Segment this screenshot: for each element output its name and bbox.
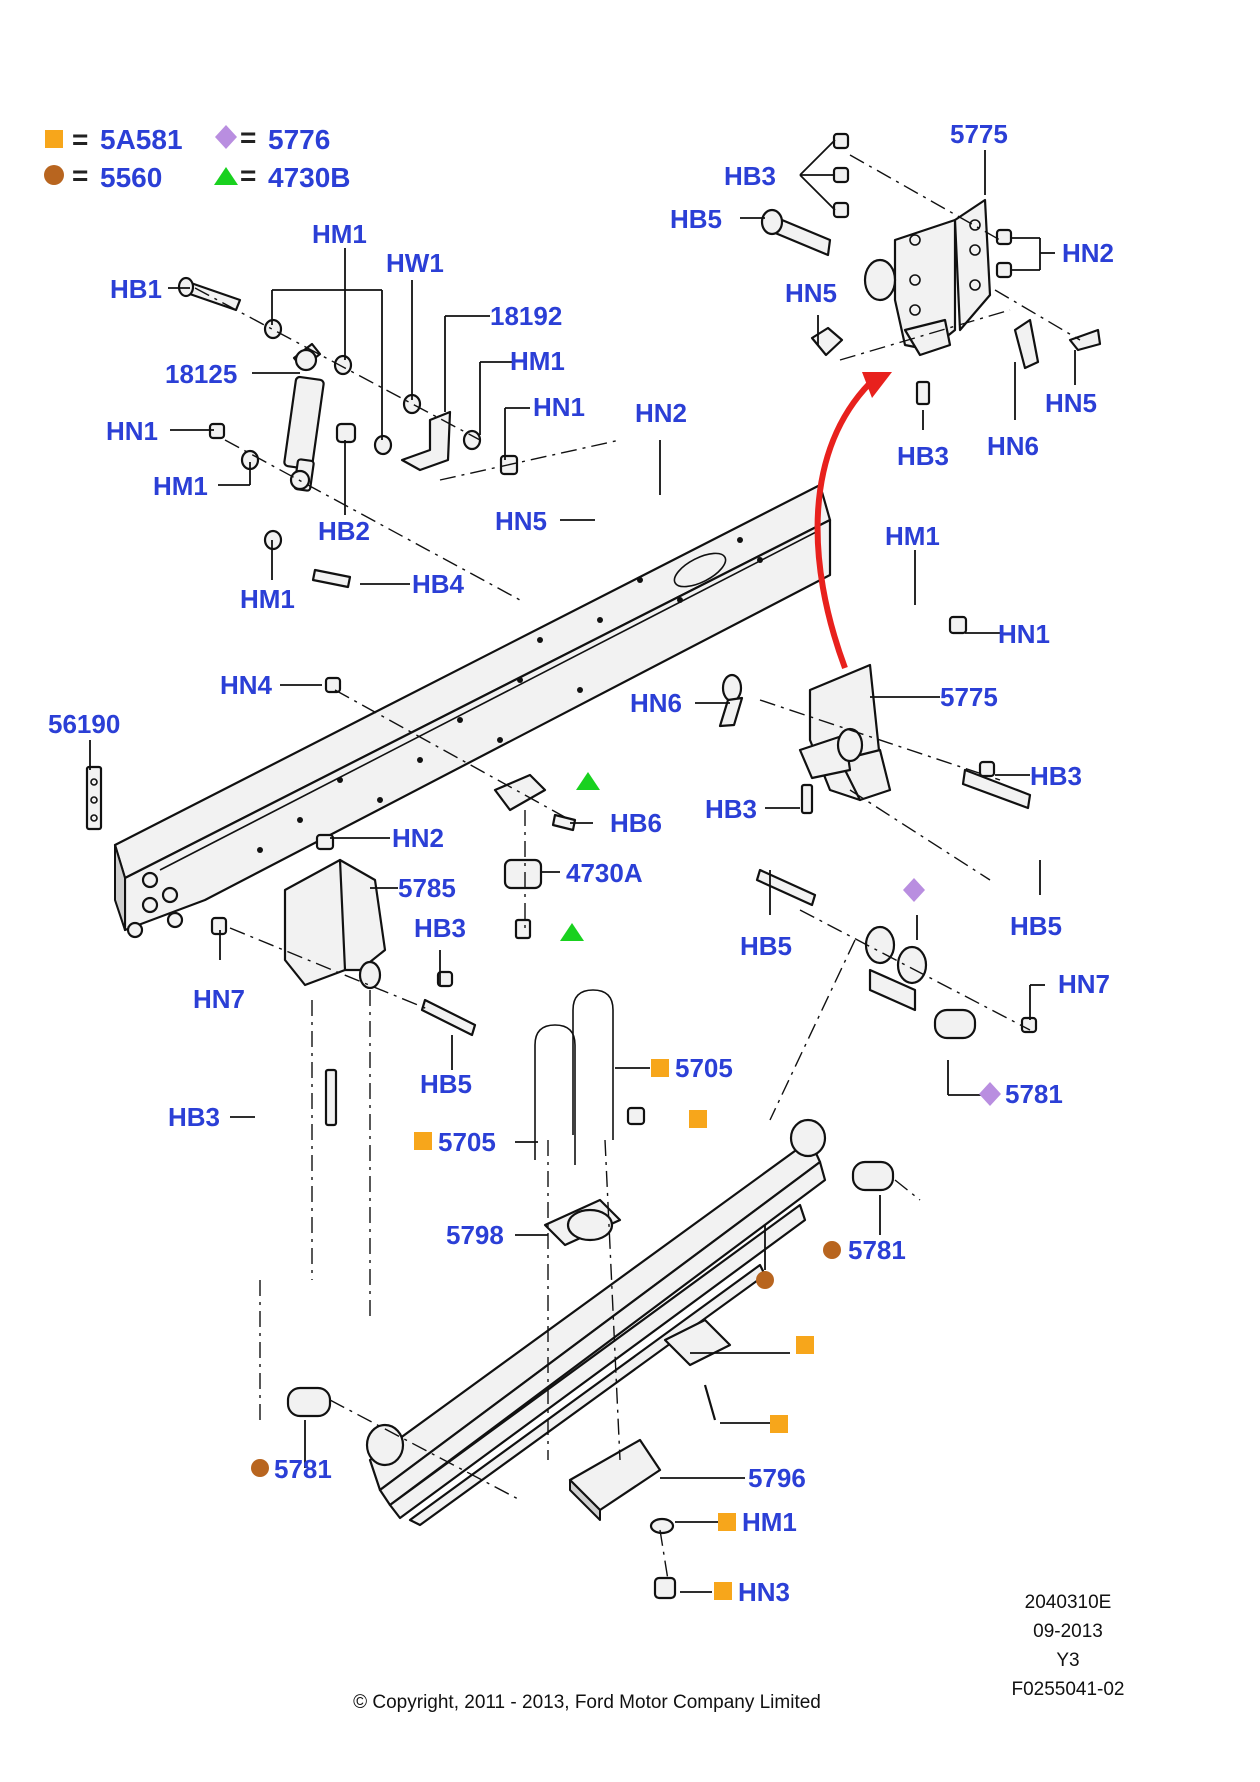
label-hm1: HM1 xyxy=(153,471,208,501)
circle-icon xyxy=(251,1459,269,1477)
label-hm1: HM1 xyxy=(742,1507,797,1537)
label-hn7: HN7 xyxy=(1058,969,1110,999)
label-hb4: HB4 xyxy=(412,569,465,599)
circle-icon xyxy=(44,165,64,185)
circle-icon xyxy=(756,1271,774,1289)
label-hb3: HB3 xyxy=(414,913,466,943)
label-hn7: HN7 xyxy=(193,984,245,1014)
label-hn1: HN1 xyxy=(998,619,1050,649)
label-18125: 18125 xyxy=(165,359,237,389)
callout-markers xyxy=(251,772,1001,1600)
label-56190: 56190 xyxy=(48,709,120,739)
diamond-icon xyxy=(903,878,925,902)
part-56190-plate xyxy=(85,765,103,831)
label-18192: 18192 xyxy=(490,301,562,331)
copyright: © Copyright, 2011 - 2013, Ford Motor Com… xyxy=(353,1692,821,1713)
label-hn4: HN4 xyxy=(220,670,273,700)
legend-square-code: 5A581 xyxy=(100,124,183,155)
label-5705: 5705 xyxy=(438,1127,496,1157)
spring-shackle xyxy=(755,868,1038,1121)
legend-triangle-code: 4730B xyxy=(268,162,351,193)
highlight-arrow xyxy=(814,372,892,670)
label-hn1: HN1 xyxy=(533,392,585,422)
triangle-icon xyxy=(214,167,238,185)
label-hw1: HW1 xyxy=(386,248,444,278)
label-hb3: HB3 xyxy=(897,441,949,471)
label-hn5: HN5 xyxy=(785,278,837,308)
label-hn3: HN3 xyxy=(738,1577,790,1607)
label-5775: 5775 xyxy=(950,119,1008,149)
label-hb5: HB5 xyxy=(420,1069,472,1099)
chassis-frame-rail xyxy=(113,483,832,939)
label-hm1: HM1 xyxy=(885,521,940,551)
callout-leaders xyxy=(89,139,1076,1593)
svg-text:=: = xyxy=(240,160,256,191)
upper-hanger-5775 xyxy=(760,132,1102,406)
label-hb5: HB5 xyxy=(1010,911,1062,941)
label-hb2: HB2 xyxy=(318,516,370,546)
label-hb3: HB3 xyxy=(724,161,776,191)
label-hm1: HM1 xyxy=(240,584,295,614)
diamond-icon xyxy=(215,125,237,149)
label-hn5: HN5 xyxy=(495,506,547,536)
drawing-variant: Y3 xyxy=(1056,1650,1079,1671)
label-hb5: HB5 xyxy=(670,204,722,234)
label-5798: 5798 xyxy=(446,1220,504,1250)
square-icon xyxy=(718,1513,736,1531)
footer: 2040310E 09-2013 Y3 F0255041-02 © Copyri… xyxy=(353,1592,1124,1713)
label-hn1: HN1 xyxy=(106,416,158,446)
square-icon xyxy=(770,1415,788,1433)
label-hb3: HB3 xyxy=(705,794,757,824)
label-5781: 5781 xyxy=(848,1235,906,1265)
svg-text:=: = xyxy=(72,124,88,155)
label-5796: 5796 xyxy=(748,1463,806,1493)
square-icon xyxy=(651,1059,669,1077)
label-4730a: 4730A xyxy=(566,858,643,888)
label-hb1: HB1 xyxy=(110,274,162,304)
label-hn2: HN2 xyxy=(635,398,687,428)
legend-diamond-code: 5776 xyxy=(268,124,330,155)
label-hb3: HB3 xyxy=(1030,761,1082,791)
legend-circle-code: 5560 xyxy=(100,162,162,193)
leaf-spring-assembly xyxy=(259,1118,921,1527)
label-hn6: HN6 xyxy=(630,688,682,718)
label-hn2: HN2 xyxy=(392,823,444,853)
label-hm1: HM1 xyxy=(510,346,565,376)
legend: = 5A581 = 5560 = 5776 = 4730B xyxy=(44,122,351,193)
label-5785: 5785 xyxy=(398,873,456,903)
callout-labels: HB1 HM1 HW1 18192 HM1 18125 HN1 HN1 HM1 … xyxy=(48,119,1114,1607)
square-icon xyxy=(689,1110,707,1128)
label-hb6: HB6 xyxy=(610,808,662,838)
label-hm1: HM1 xyxy=(312,219,367,249)
label-hn2: HN2 xyxy=(1062,238,1114,268)
circle-icon xyxy=(823,1241,841,1259)
bump-stop-group xyxy=(324,676,577,940)
drawing-ref: F0255041-02 xyxy=(1011,1679,1124,1700)
label-5705: 5705 xyxy=(675,1053,733,1083)
triangle-icon xyxy=(576,772,600,790)
triangle-icon xyxy=(560,923,584,941)
label-5781: 5781 xyxy=(1005,1079,1063,1109)
middle-hanger-5775 xyxy=(718,615,1032,881)
diamond-icon xyxy=(979,1082,1001,1106)
svg-text:=: = xyxy=(240,122,256,153)
svg-text:=: = xyxy=(72,160,88,191)
label-hb5: HB5 xyxy=(740,931,792,961)
square-icon xyxy=(796,1336,814,1354)
label-5775: 5775 xyxy=(940,682,998,712)
shock-absorber-group xyxy=(177,276,621,601)
drawing-number: 2040310E xyxy=(1025,1592,1112,1613)
u-bolt-group xyxy=(534,989,732,1600)
label-5781: 5781 xyxy=(274,1454,332,1484)
drawing-date: 09-2013 xyxy=(1033,1621,1103,1642)
label-hn6: HN6 xyxy=(987,431,1039,461)
label-hb3: HB3 xyxy=(168,1102,220,1132)
square-icon xyxy=(414,1132,432,1150)
label-hn5: HN5 xyxy=(1045,388,1097,418)
square-icon xyxy=(45,130,63,148)
square-icon xyxy=(714,1582,732,1600)
